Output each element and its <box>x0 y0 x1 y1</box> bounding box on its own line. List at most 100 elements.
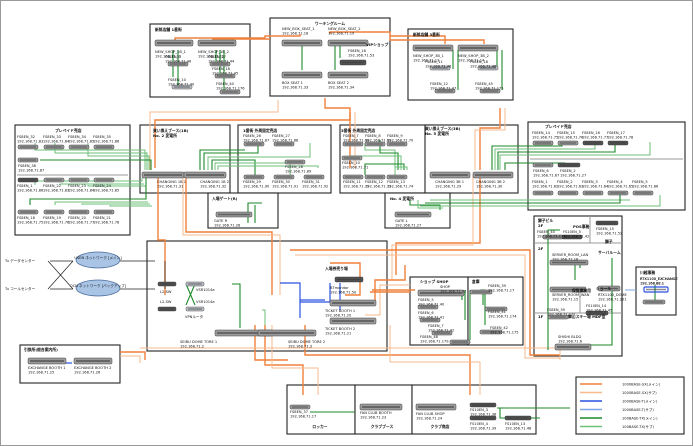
device-ip: 192.168.71.53 <box>348 54 374 58</box>
switch-ports <box>71 146 87 148</box>
area-title: プレペイド売店 <box>545 124 572 129</box>
device-ip: 192.168.71.22 <box>440 290 466 294</box>
device-ip: 192.168.71.78 <box>607 136 634 140</box>
device-name: VSR1014a <box>196 300 215 304</box>
device-name: FS8EN_40 <box>537 230 556 234</box>
device-name: FS8EN_21 <box>93 216 111 220</box>
device-name: BTmonitor <box>330 286 349 290</box>
device-ip: 192.168.71.33 <box>282 86 308 90</box>
device-ip: 192.168.71.84 <box>68 189 95 193</box>
device-ip: 192.168.71.179 <box>420 340 449 344</box>
switch-ports <box>507 417 529 419</box>
switch-ports <box>418 406 454 408</box>
device-name: TICKET BOOTH 1 <box>324 309 355 313</box>
device-name: FS8EN_17 <box>607 131 625 135</box>
device-ip: 192.168.71.44 <box>208 60 235 64</box>
device-ip: 192.168.71.201 <box>598 298 627 302</box>
switch-ports <box>610 192 626 194</box>
device-name: FS8EN_41 <box>488 310 506 314</box>
switch-ports <box>475 174 511 176</box>
device-ip: 192.168.71.174 <box>488 315 517 319</box>
switch-ports <box>432 174 468 176</box>
ocn-network-label: OCN ネットワーク [バックアップ] <box>70 283 127 288</box>
device-name: FS8EN_8 <box>365 134 381 138</box>
switch-ports <box>284 42 320 44</box>
device-ip: 192.168.71.89 <box>285 170 312 174</box>
device-ip: 192.168.71.24 <box>416 417 443 421</box>
device-name: BOX SEAT 2 <box>328 81 349 85</box>
device-ip: 192.168.71.176 <box>216 87 245 91</box>
device-name: FS8EN_29 <box>243 180 262 184</box>
area-title: 3番街 外周固定売店 <box>341 128 376 133</box>
device-name: FS8EN_38 <box>18 164 37 168</box>
device-ip: 192.168.71.14 <box>458 59 485 63</box>
switch-ports <box>287 161 303 163</box>
device-name: FS8EN_31 <box>302 180 320 184</box>
device-name: FS8EN_6 <box>418 311 434 315</box>
device-ip: 192.168.71.29 <box>435 185 462 189</box>
area-title: クラブ商店 <box>431 424 450 429</box>
switch-ports <box>552 261 586 264</box>
device-name: BOX SEAT 1 <box>282 81 303 85</box>
device-name: L2-SW <box>160 290 172 294</box>
box-gate-l <box>384 192 451 229</box>
switch-rtx1100-exchange[interactable] <box>643 286 669 293</box>
area-title: 買い換えブース(1B) <box>152 128 189 133</box>
device-ip: 192.168.71.2 <box>180 345 204 349</box>
device-name: RTX1100_DOME <box>598 293 628 297</box>
area-title: 引換所(総合案内所) <box>24 347 58 352</box>
switch-ports <box>284 74 320 76</box>
device-ip: 192.168.71.91 <box>272 185 298 189</box>
device-name: FS8EN_16 <box>582 131 601 135</box>
switch-ports <box>174 86 190 88</box>
usen-network-label: USEN ネットワーク [メイン] <box>74 255 122 260</box>
device-ip: 192.168.71.86 <box>93 140 120 144</box>
switch-ports <box>222 91 238 93</box>
device-name: FS8EN_15 <box>557 131 575 135</box>
area-title: 新郎店舗 1番街 <box>155 27 182 32</box>
area-title: 倉庫 <box>471 279 480 284</box>
box-exchange-office <box>635 266 677 316</box>
switch-ports <box>246 143 262 145</box>
device-name: FS8EN_35 <box>93 135 111 139</box>
device-ip: 192.168.71.15 <box>552 298 578 302</box>
legend-label: 100BASE-TX(サブ) <box>622 424 655 429</box>
switch-ports <box>337 278 361 281</box>
device-name: FS8EN_3 <box>582 180 598 184</box>
device-ip: 192.168.71.3 <box>288 345 312 349</box>
device-name: FS8EN_39 <box>547 308 566 312</box>
switch-ports <box>212 63 228 65</box>
switch-ports <box>472 417 494 419</box>
device-ip: 192.168.71.69 <box>365 139 392 143</box>
device-ip: 192.168.71.45 <box>212 72 238 76</box>
device-ip: 192.168.71.20 <box>325 314 352 318</box>
device-name: EXCHANGE BOOTH 2 <box>74 366 111 370</box>
device-name: NEW_SHOP_1B_1 <box>155 50 186 54</box>
device-ip: 192.168.71.172 <box>547 313 576 317</box>
device-name: FS8EN_28 <box>285 165 304 169</box>
device-name: FS8EN_24 <box>93 184 112 188</box>
switch-ports <box>564 236 580 238</box>
device-name: FS8EN_10 <box>342 161 361 165</box>
switch-ports <box>480 67 496 69</box>
device-ip: 192.168.71.26 <box>74 371 101 375</box>
datacenter-label: Tu データセンター <box>4 258 36 263</box>
device-name: FS8EN_39 <box>488 284 507 288</box>
device-ip: 192.168.71.92 <box>302 185 328 189</box>
switch-ports <box>420 306 436 308</box>
area-title: プレペイド売店 <box>55 128 82 133</box>
switch-ports <box>345 143 361 145</box>
box-working-room <box>269 17 391 97</box>
device-ip: 192.168.71.23 <box>360 416 386 420</box>
device-name: FS8EN_48 <box>420 335 439 339</box>
device-ip: 192.168.71.77 <box>582 136 608 140</box>
switch-ports <box>188 308 202 310</box>
switch-ports <box>20 159 36 161</box>
device-ip: 192.168.71.45 <box>586 309 612 313</box>
device-name: FS8EN_18 <box>212 67 231 71</box>
area-title: ショップ SHOP <box>420 279 449 284</box>
switch-ports <box>96 179 112 181</box>
legend-label: 1000BASE-T(メイン) <box>622 399 658 403</box>
device-ip: 192.168.71.42 <box>428 329 454 333</box>
